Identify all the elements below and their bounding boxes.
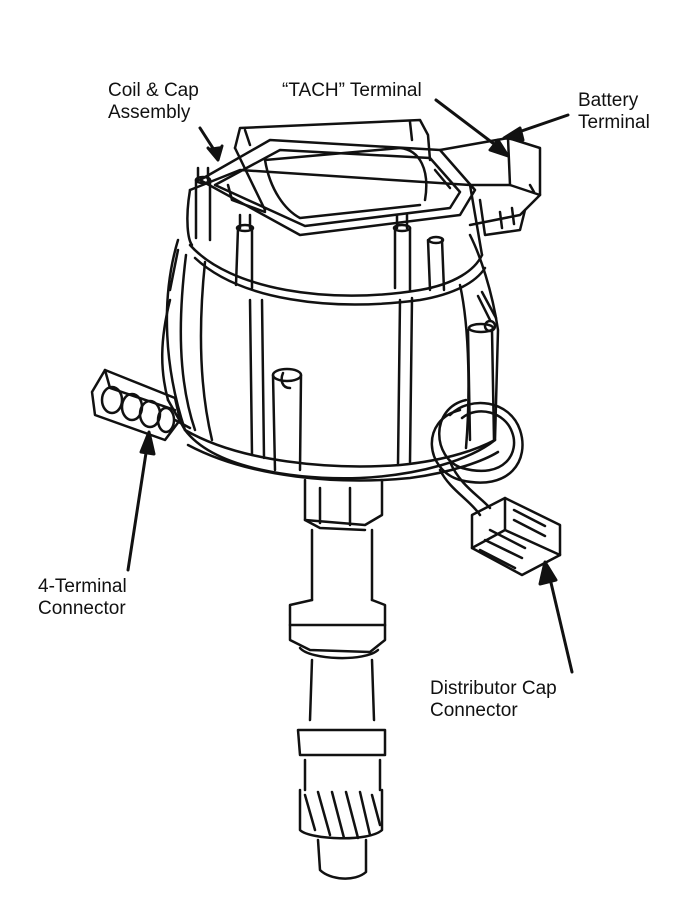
distributor-cap xyxy=(160,168,500,482)
distributor-cap-connector-label: Distributor Cap Connector xyxy=(430,678,557,722)
callout-arrows xyxy=(126,98,574,674)
coil-cap-label-line1: Coil & Cap xyxy=(108,80,199,101)
distributor-shaft xyxy=(288,478,387,880)
coil-assembly xyxy=(198,118,477,237)
dist-cap-label-line1: Distributor Cap xyxy=(430,678,557,699)
four-terminal-connector xyxy=(90,368,192,442)
distributor-cap-connector xyxy=(470,496,562,577)
tach-arrow xyxy=(434,98,504,152)
plug-towers xyxy=(194,166,497,472)
coil-cap-label-line2: Assembly xyxy=(108,102,191,123)
four-terminal-connector-label: 4-Terminal Connector xyxy=(38,576,127,620)
coil-cap-label: Coil & Cap Assembly xyxy=(108,80,199,124)
tach-terminal-label-line1: “TACH” Terminal xyxy=(282,80,422,101)
battery-terminal-label: Battery Terminal xyxy=(578,90,650,134)
dist-cap-arrow xyxy=(546,568,574,674)
dist-cap-label-line2: Connector xyxy=(430,700,518,721)
battery-terminal-label-line2: Terminal xyxy=(578,112,650,133)
four-terminal-label-line1: 4-Terminal xyxy=(38,576,127,597)
four-terminal-arrow xyxy=(126,438,150,572)
battery-terminal-label-line1: Battery xyxy=(578,90,639,111)
tach-terminal-label: “TACH” Terminal xyxy=(282,80,422,102)
wire-harness xyxy=(430,290,524,517)
four-terminal-label-line2: Connector xyxy=(38,598,126,619)
